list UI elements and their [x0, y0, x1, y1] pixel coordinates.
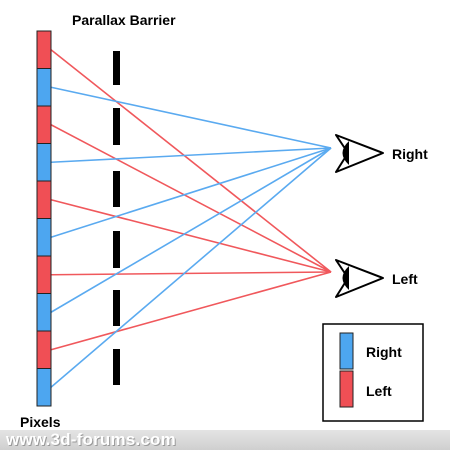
left-eye-icon [335, 259, 384, 298]
light-rays [50, 49, 332, 388]
right-ray [50, 147, 332, 239]
parallax-barrier [113, 51, 120, 385]
pixels-label: Pixels [20, 414, 61, 430]
right-ray [50, 147, 332, 313]
left-ray [50, 49, 332, 273]
legend-label-left: Left [366, 383, 392, 399]
left-pixel [36, 330, 52, 369]
watermark-bar: www.3d-forums.com [0, 430, 450, 450]
barrier-slat [113, 51, 120, 85]
diagram-title: Parallax Barrier [72, 12, 176, 28]
legend-swatch-right [339, 332, 354, 370]
right-ray [50, 147, 332, 164]
right-pixel [36, 368, 52, 407]
barrier-slat [113, 290, 120, 326]
right-pixel [36, 68, 52, 107]
left-pixel [36, 105, 52, 144]
legend-box [322, 323, 424, 422]
right-pixel [36, 293, 52, 332]
right-pixel [36, 143, 52, 182]
right-eye-icon [335, 134, 384, 173]
left-pixel [36, 255, 52, 294]
left-eye-label: Left [392, 271, 418, 287]
right-pixel [36, 218, 52, 257]
barrier-slat [113, 171, 120, 207]
left-pixel [36, 180, 52, 219]
left-ray [50, 124, 332, 273]
left-ray [50, 271, 332, 351]
left-ray [50, 271, 332, 276]
right-ray [50, 86, 332, 149]
barrier-slat [113, 108, 120, 145]
barrier-slat [113, 231, 120, 268]
right-eye-label: Right [392, 146, 428, 162]
left-ray [50, 198, 332, 273]
right-ray [50, 147, 332, 388]
barrier-slat [113, 349, 120, 385]
pixel-column [36, 30, 52, 407]
watermark-text: www.3d-forums.com [6, 430, 176, 449]
legend-label-right: Right [366, 344, 402, 360]
left-pixel [36, 30, 52, 69]
legend: Right Left [322, 323, 424, 422]
legend-swatch-left [339, 370, 354, 408]
